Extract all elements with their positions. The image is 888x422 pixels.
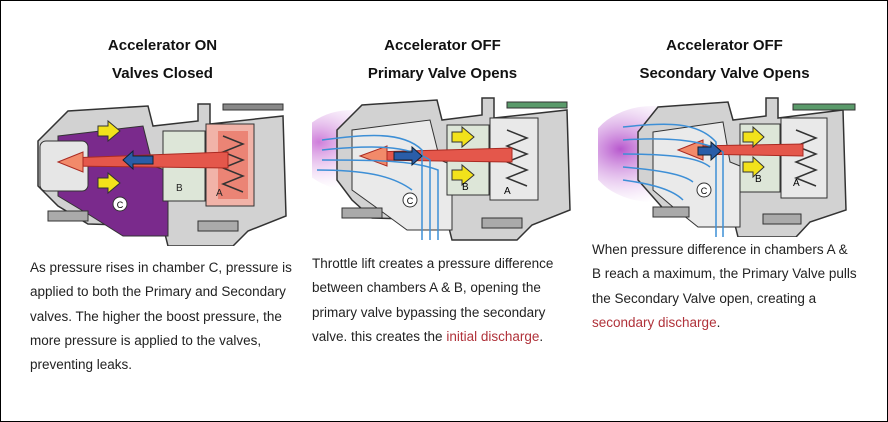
- title-line-1: Accelerator OFF: [384, 37, 501, 54]
- caption-text: Throttle lift creates a pressure differe…: [312, 256, 554, 344]
- caption-end: .: [716, 314, 721, 330]
- caption-text: As pressure rises in chamber C, pressure…: [30, 260, 292, 373]
- panel-caption: When pressure difference in chambers A &…: [592, 238, 857, 335]
- caption-highlight: initial discharge: [446, 328, 540, 344]
- valve-diagram-closed: C B A: [37, 103, 287, 246]
- chamber-c-label: C: [407, 196, 414, 206]
- caption-text: When pressure difference in chambers A &…: [592, 242, 857, 306]
- chamber-c-label: C: [117, 200, 124, 210]
- panel-title: Accelerator OFF Primary Valve Opens: [290, 32, 595, 88]
- title-line-2: Secondary Valve Opens: [639, 65, 810, 82]
- panel-title: Accelerator ON Valves Closed: [10, 32, 315, 88]
- caption-end: .: [539, 328, 544, 344]
- chamber-b-label: B: [176, 183, 183, 194]
- chamber-b-label: B: [755, 174, 762, 185]
- title-line-1: Accelerator ON: [107, 37, 218, 54]
- valve-diagram-secondary: C B A: [598, 97, 856, 237]
- chamber-a-label: A: [504, 186, 511, 197]
- chamber-c-label: C: [701, 186, 708, 196]
- panel-caption: Throttle lift creates a pressure differe…: [312, 252, 577, 349]
- chamber-a-label: A: [793, 178, 800, 189]
- chamber-b-label: B: [462, 182, 469, 193]
- caption-highlight: secondary discharge: [592, 314, 717, 330]
- chamber-a-label: A: [216, 188, 223, 199]
- panel-title: Accelerator OFF Secondary Valve Opens: [572, 32, 877, 88]
- valve-diagram-primary: C B A: [312, 97, 571, 241]
- title-line-2: Valves Closed: [112, 65, 213, 82]
- title-line-2: Primary Valve Opens: [367, 65, 518, 82]
- title-line-1: Accelerator OFF: [666, 37, 783, 54]
- panel-caption: As pressure rises in chamber C, pressure…: [30, 256, 295, 377]
